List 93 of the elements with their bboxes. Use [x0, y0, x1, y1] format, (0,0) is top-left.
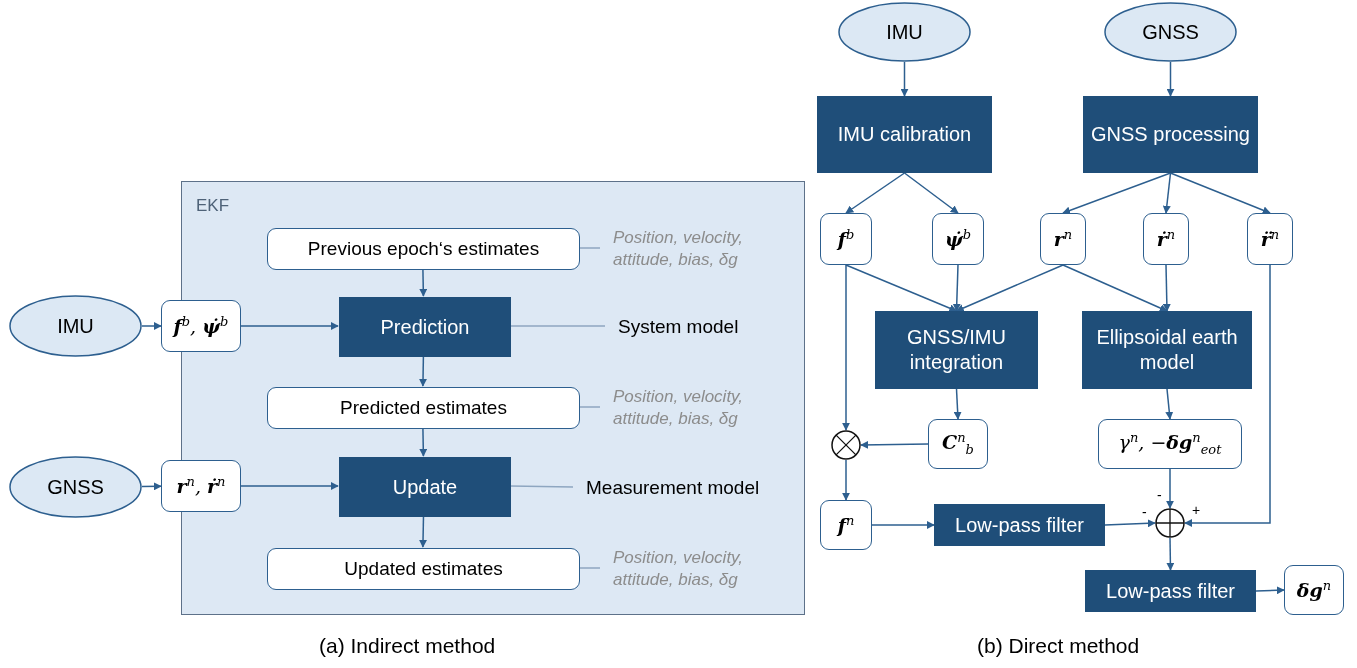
- sign-label: +: [1191, 503, 1202, 517]
- arrow: [900, 61, 909, 97]
- arrow: [419, 515, 428, 548]
- variable-box: [820, 500, 872, 550]
- arrow: [1169, 172, 1271, 215]
- arrow: [419, 427, 428, 457]
- leader-line: [578, 567, 601, 569]
- box-label: GNSS processing: [1091, 122, 1250, 147]
- arrow: [1184, 264, 1271, 527]
- note-text: Position, velocity, attitude, bias, δg: [613, 226, 745, 271]
- arrow: [240, 322, 339, 330]
- sensor-name: GNSS: [47, 475, 104, 499]
- math-symbol: f$^{b}$, ψ̇$^{b}$: [173, 314, 229, 338]
- math-symbol: ψ̇$^{b}$: [944, 227, 972, 251]
- arrow: [1165, 388, 1174, 420]
- arrow: [1166, 468, 1174, 509]
- arrow: [1166, 537, 1175, 571]
- note-text: Position, velocity, attitude, bias, δg: [613, 546, 745, 591]
- model-label: Measurement model: [586, 477, 760, 499]
- arrow: [952, 264, 961, 312]
- box-label: Low-pass filter: [1106, 578, 1235, 604]
- math-symbol: ṙ$^{n}$: [1156, 227, 1176, 251]
- filter-box: [1085, 570, 1256, 612]
- box-label: Prediction: [380, 314, 470, 340]
- box-label: Predicted estimates: [340, 397, 507, 419]
- summing-junction: [1155, 508, 1185, 538]
- state-box: [267, 228, 580, 270]
- arrow: [1166, 61, 1175, 97]
- arrow: [1062, 172, 1172, 215]
- panel-title: EKF: [196, 196, 230, 216]
- figure-caption: (a) Indirect method: [319, 634, 496, 658]
- state-box: [267, 548, 580, 590]
- variable-box: [928, 419, 988, 469]
- arrow: [842, 459, 850, 501]
- math-symbol: f$^{b}$: [837, 227, 855, 251]
- sensor-name: IMU: [886, 20, 923, 44]
- variable-box: [161, 300, 241, 352]
- note-text: Position, velocity, attitude, bias, δg: [613, 385, 745, 430]
- box-label: Previous epoch‘s estimates: [307, 238, 540, 260]
- multiplier-symbol: [831, 430, 861, 460]
- variable-box: [932, 213, 984, 265]
- box-label: Ellipsoidal earth model: [1095, 325, 1239, 375]
- arrow: [1104, 519, 1156, 528]
- process-box: [1083, 96, 1258, 173]
- arrow: [141, 322, 162, 330]
- process-box: [339, 457, 511, 517]
- box-label: Low-pass filter: [955, 512, 1084, 538]
- variable-box: [161, 460, 241, 512]
- arrow: [845, 172, 906, 214]
- process-box: [339, 297, 511, 357]
- arrow: [419, 268, 428, 297]
- variable-box: [820, 213, 872, 265]
- leader-line: [578, 247, 601, 249]
- arrow: [955, 264, 1064, 312]
- box-label: Updated estimates: [344, 558, 503, 580]
- variable-box: [1247, 213, 1293, 265]
- arrow: [953, 388, 962, 420]
- filter-box: [934, 504, 1105, 546]
- arrow: [1162, 264, 1171, 312]
- variable-box: [1284, 565, 1344, 615]
- arrow: [871, 521, 935, 529]
- arrow: [860, 440, 929, 449]
- variable-box: [1143, 213, 1189, 265]
- process-box: [1082, 311, 1252, 389]
- sign-label: -: [1141, 505, 1148, 519]
- arrow: [842, 264, 850, 431]
- process-box: [875, 311, 1038, 389]
- math-symbol: f$^{n}$: [837, 513, 855, 537]
- state-box: [267, 387, 580, 429]
- arrow: [141, 482, 162, 491]
- math-symbol: r̈$^{n}$: [1260, 227, 1280, 251]
- box-label: IMU calibration: [837, 122, 972, 147]
- arrow: [1255, 586, 1285, 595]
- sensor-name: GNSS: [1142, 20, 1199, 44]
- sign-label: -: [1156, 488, 1163, 502]
- math-symbol: r$^{n}$: [1053, 227, 1073, 251]
- arrow: [1062, 264, 1168, 312]
- arrow: [419, 355, 427, 387]
- model-label: System model: [618, 316, 739, 338]
- process-box: [817, 96, 992, 173]
- sensor-name: IMU: [57, 314, 94, 338]
- arrow: [1162, 172, 1172, 214]
- variable-box: [1040, 213, 1086, 265]
- arrow: [845, 264, 958, 312]
- math-symbol: r$^{n}$, ṙ$^{n}$: [176, 474, 226, 498]
- box-label: GNSS/IMU integration: [906, 325, 1007, 375]
- arrow: [903, 172, 959, 214]
- leader-line: [578, 406, 601, 408]
- figure-caption: (b) Direct method: [977, 634, 1140, 658]
- math-symbol: δg$^{n}$: [1296, 578, 1332, 602]
- arrow: [240, 482, 339, 490]
- variable-box: [1098, 419, 1242, 469]
- box-label: Update: [392, 474, 458, 500]
